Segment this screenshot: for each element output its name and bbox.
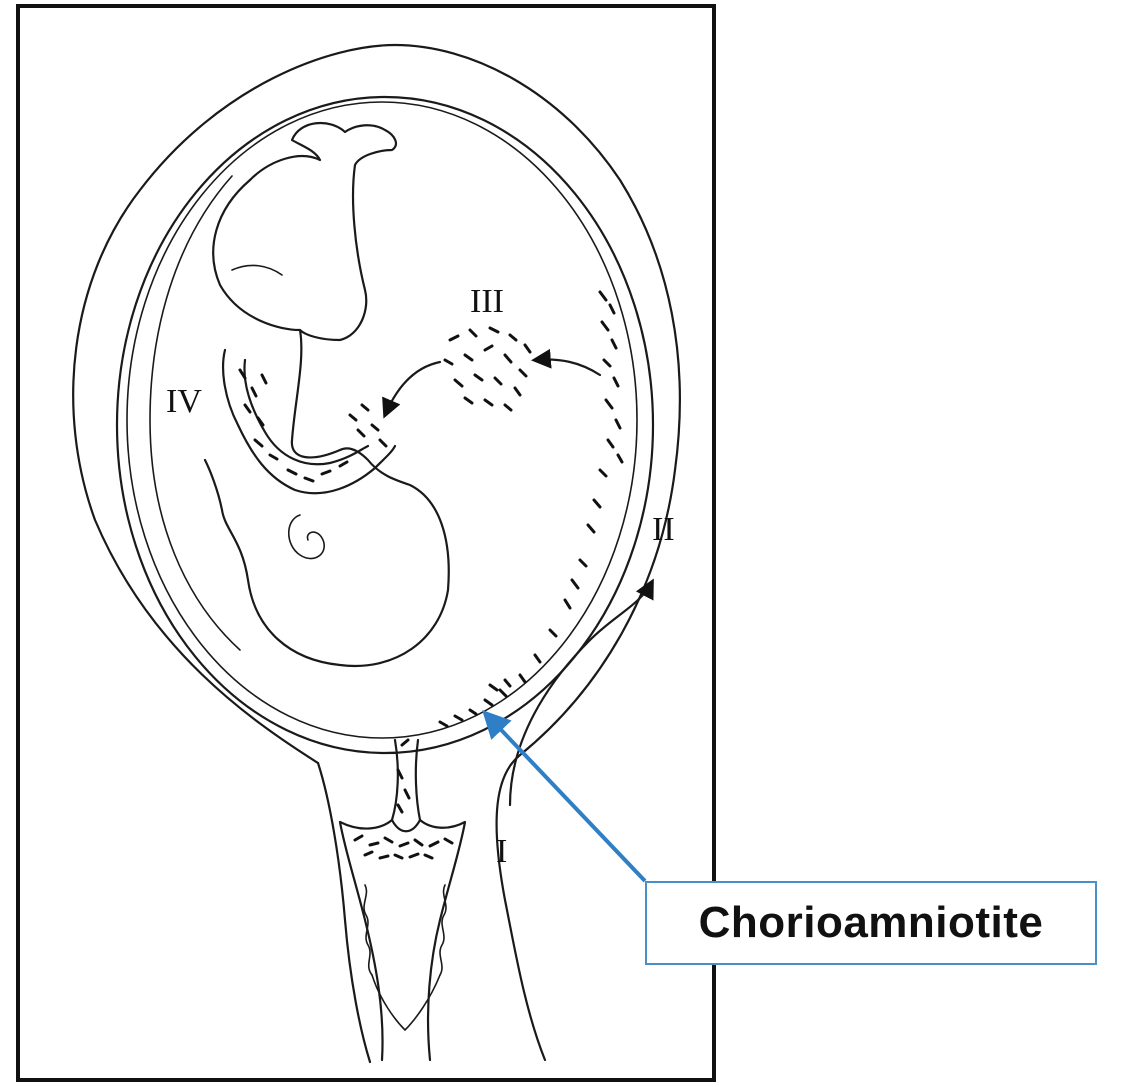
stage-label-III: III bbox=[470, 283, 504, 320]
stage-label-I: I bbox=[496, 833, 507, 870]
stage-label-IV: IV bbox=[166, 383, 202, 420]
callout-label: Chorioamniotite bbox=[699, 898, 1044, 948]
stage-label-II: II bbox=[652, 511, 675, 548]
image-frame bbox=[18, 6, 714, 1080]
callout-box: Chorioamniotite bbox=[645, 881, 1097, 965]
